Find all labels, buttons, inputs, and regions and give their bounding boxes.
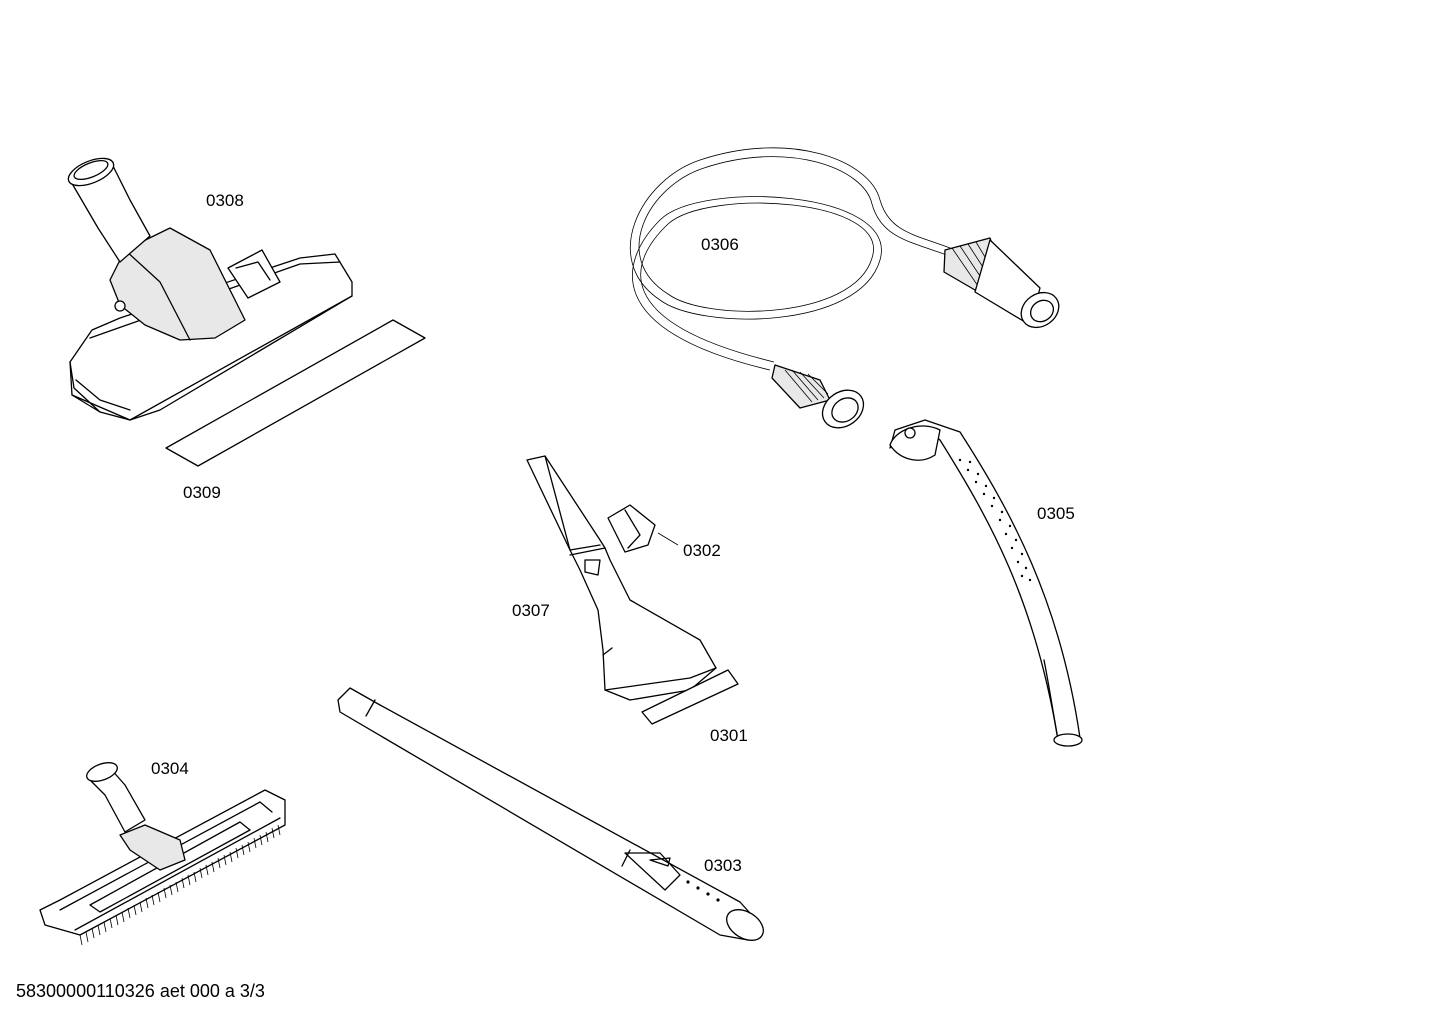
part-label-0309: 0309 [183,483,221,502]
part-label-0304: 0304 [151,759,189,778]
hose-part-0306 [629,147,1060,429]
drawing-reference-footer: 58300000110326 aet 000 a 3/3 [16,981,265,1001]
clip-part-0302 [607,504,679,553]
upholstery-nozzle-part-0307 [526,455,717,701]
floor-nozzle-part-0308 [67,157,353,421]
part-label-0306: 0306 [701,235,739,254]
telescopic-tube-part-0303 [337,687,764,941]
part-label-0302: 0302 [683,541,721,560]
part-label-0301: 0301 [710,726,748,745]
strip-part-0309 [165,319,426,467]
curved-handle-part-0305 [889,419,1083,747]
parquet-brush-part-0304 [39,762,286,946]
part-label-0305: 0305 [1037,504,1075,523]
part-label-0307: 0307 [512,601,550,620]
strip-part-0301 [641,669,739,725]
part-label-0303: 0303 [704,856,742,875]
part-label-0308: 0308 [206,191,244,210]
